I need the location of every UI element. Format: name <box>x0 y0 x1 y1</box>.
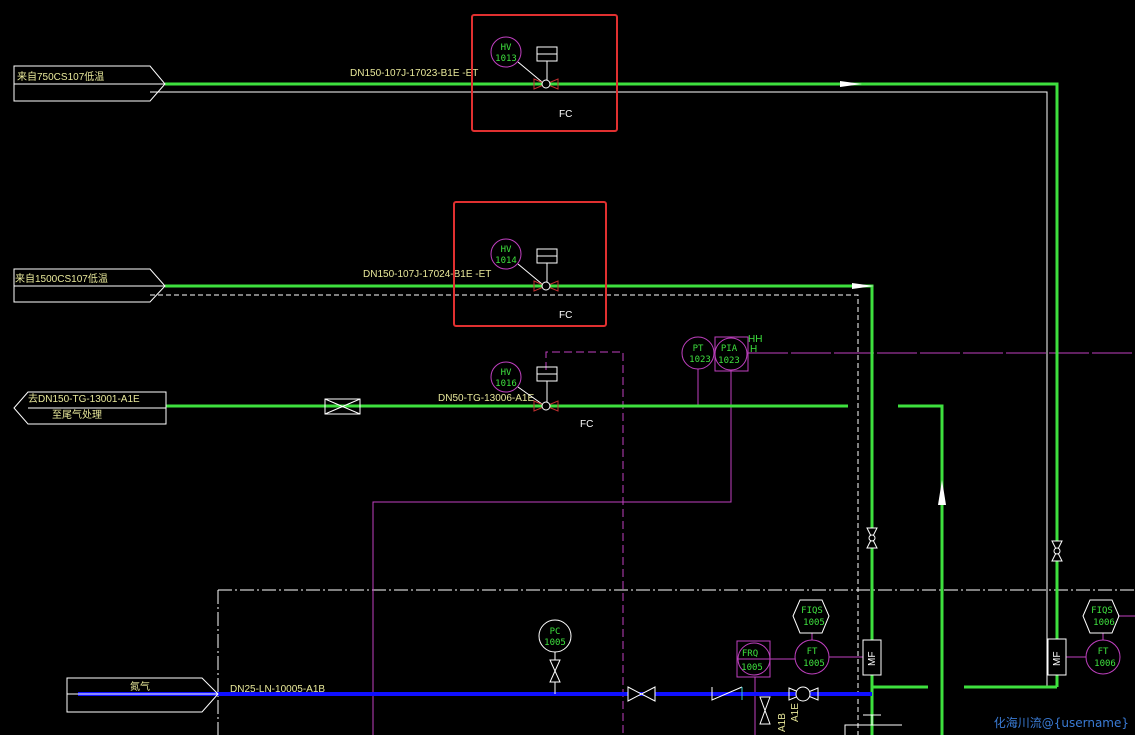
pc1005-number: 1005 <box>544 638 566 648</box>
pia-alarm-hh: HH <box>748 334 762 345</box>
ft1005-tag: FT <box>807 647 818 657</box>
pia1023-number: 1023 <box>718 356 740 366</box>
pressure-regulator-valve-icon <box>549 652 561 694</box>
pia-alarm-h: H <box>750 344 757 355</box>
offpage-connector-1 <box>13 65 166 102</box>
fiqs1006-number: 1006 <box>1093 618 1115 628</box>
vertical-valve-icon <box>759 696 771 725</box>
fiqs1005-bubble[interactable] <box>792 599 830 634</box>
source-label-1: 来自750CS107低温 <box>17 70 104 83</box>
mf-label-1: MF <box>867 652 878 666</box>
flow-arrow-icon <box>840 81 946 505</box>
boundary-line <box>217 589 1135 735</box>
ft1005-bubble[interactable] <box>794 639 830 675</box>
pipe-label-2: DN150-107J-17024-B1E -ET <box>363 269 491 280</box>
pia1023-tag: PIA <box>721 344 738 354</box>
nitrogen-label: 氮气 <box>130 680 150 693</box>
pc1005-tag: PC <box>550 627 561 637</box>
pia1023-bubble[interactable] <box>714 336 749 372</box>
hv1016-tag: HV <box>501 368 512 378</box>
control-valve-icon <box>788 686 819 702</box>
pipe-label-3: DN50-TG-13006-A1E <box>438 393 534 404</box>
pipe-label-4: DN25-LN-10005-A1B <box>230 684 325 695</box>
highlight-box-hv1014 <box>453 201 607 327</box>
watermark: 化海川流@{username} <box>993 716 1129 730</box>
hv1014-number: 1014 <box>495 256 517 266</box>
pt1023-tag: PT <box>693 344 704 354</box>
ft1006-tag: FT <box>1098 647 1109 657</box>
pump-base-icon <box>844 714 902 735</box>
fiqs1006-bubble[interactable] <box>1082 599 1120 634</box>
hv1014-fail-position: FC <box>559 310 572 321</box>
ft1006-number: 1006 <box>1094 659 1116 669</box>
hv1014-valve[interactable] <box>490 238 559 292</box>
mass-flowmeter-1[interactable] <box>862 639 882 676</box>
frq1005-number: 1005 <box>741 663 763 673</box>
inline-filter-icon <box>324 398 361 415</box>
offpage-connector-3 <box>13 391 167 425</box>
ft1005-number: 1005 <box>803 659 825 669</box>
hv1013-valve[interactable] <box>490 36 559 90</box>
destination-note: 至尾气处理 <box>52 408 102 421</box>
hv1013-tag: HV <box>501 43 512 53</box>
check-valve-icon <box>711 686 743 701</box>
hv1014-tag: HV <box>501 245 512 255</box>
mass-flowmeter-2[interactable] <box>1047 638 1067 676</box>
pipe-label-1: DN150-107J-17023-B1E -ET <box>350 68 478 79</box>
spec-label-a1e: A1E <box>790 703 801 722</box>
frq1005-tag: FRQ <box>742 649 758 659</box>
fiqs1006-tag: FIQS <box>1091 606 1113 616</box>
highlight-box-hv1013 <box>471 14 618 132</box>
gate-valve-icon[interactable] <box>627 686 656 702</box>
signal-lines <box>372 351 1135 735</box>
process-lines <box>165 82 1059 735</box>
pt1023-bubble[interactable] <box>681 336 715 370</box>
auxiliary-lines <box>150 91 1048 735</box>
mf-label-2: MF <box>1052 652 1063 666</box>
frq1005-bubble[interactable] <box>736 640 771 678</box>
hv1013-number: 1013 <box>495 54 517 64</box>
destination-label: 去DN150-TG-13001-A1E <box>28 393 140 405</box>
ft1006-bubble[interactable] <box>1085 639 1121 675</box>
hv1016-fail-position: FC <box>580 419 593 430</box>
offpage-connector-2 <box>13 268 166 303</box>
hv1016-valve[interactable] <box>490 361 559 412</box>
riser-valve-icon <box>866 527 1063 562</box>
hv1013-fail-position: FC <box>559 109 572 120</box>
fiqs1005-tag: FIQS <box>801 606 823 616</box>
source-label-2: 来自1500CS107低温 <box>15 272 108 285</box>
spec-label-a1b: A1B <box>777 713 788 732</box>
pt1023-number: 1023 <box>689 355 711 365</box>
offpage-connector-4 <box>66 677 219 713</box>
hv1016-number: 1016 <box>495 379 517 389</box>
fiqs1005-number: 1005 <box>803 618 825 628</box>
